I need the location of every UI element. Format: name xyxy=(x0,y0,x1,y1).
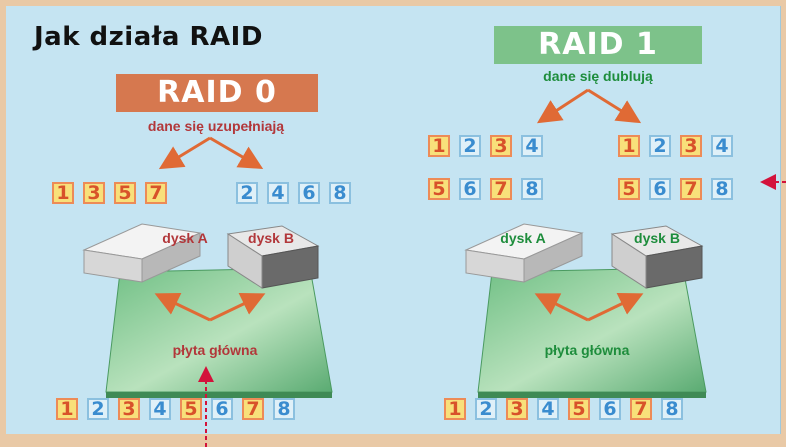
raid1-disk-b-block-3: 3 xyxy=(680,135,702,157)
raid0-block-2: 2 xyxy=(87,398,109,420)
motherboard-left xyxy=(105,267,333,393)
raid0-board-label: płyta główna xyxy=(172,342,258,358)
raid0-disk-b-block-4: 4 xyxy=(267,182,289,204)
disk-a-right xyxy=(464,223,584,283)
board-arrows-right xyxy=(534,292,644,322)
raid1-disk-a-block-4: 4 xyxy=(521,135,543,157)
raid1-disk-a-block-1: 1 xyxy=(428,135,450,157)
raid0-block-8: 8 xyxy=(273,398,295,420)
raid1-disk-a-block-6: 6 xyxy=(459,178,481,200)
disk-b-right xyxy=(610,225,704,289)
raid1-block-7: 7 xyxy=(630,398,652,420)
raid1-disk-a-block-3: 3 xyxy=(490,135,512,157)
raid0-disk-b-block-2: 2 xyxy=(236,182,258,204)
board-arrows-left xyxy=(154,292,266,322)
raid1-disk-b-label: dysk B xyxy=(634,230,680,246)
motherboard-right-edge xyxy=(478,392,706,398)
raid1-disk-a-block-2: 2 xyxy=(459,135,481,157)
raid1-disk-a-label: dysk A xyxy=(500,230,546,246)
raid0-disk-a-label: dysk A xyxy=(162,230,208,246)
disk-b-left xyxy=(226,225,320,289)
split-arrows-left xyxy=(158,136,264,170)
raid0-disk-b-block-8: 8 xyxy=(329,182,351,204)
raid1-banner: RAID 1 xyxy=(494,26,702,64)
raid0-disk-a-block-1: 1 xyxy=(52,182,74,204)
raid0-block-6: 6 xyxy=(211,398,233,420)
raid1-block-3: 3 xyxy=(506,398,528,420)
raid0-subtitle: dane się uzupełniają xyxy=(147,118,285,134)
raid0-block-5: 5 xyxy=(180,398,202,420)
raid1-disk-b-block-1: 1 xyxy=(618,135,640,157)
raid1-disk-b-block-8: 8 xyxy=(711,178,733,200)
raid1-disk-b-block-4: 4 xyxy=(711,135,733,157)
motherboard-left-edge xyxy=(106,392,332,398)
raid0-disk-b-block-6: 6 xyxy=(298,182,320,204)
raid0-disk-a-block-5: 5 xyxy=(114,182,136,204)
raid1-block-1: 1 xyxy=(444,398,466,420)
raid0-banner: RAID 0 xyxy=(116,74,318,112)
raid1-disk-b-block-6: 6 xyxy=(649,178,671,200)
raid0-disk-b-label: dysk B xyxy=(248,230,294,246)
page-title: Jak działa RAID xyxy=(34,22,263,52)
raid1-disk-b-block-5: 5 xyxy=(618,178,640,200)
raid1-block-5: 5 xyxy=(568,398,590,420)
raid1-subtitle: dane się dublują xyxy=(543,68,653,84)
disk-a-left xyxy=(82,223,202,283)
raid0-block-4: 4 xyxy=(149,398,171,420)
raid1-block-6: 6 xyxy=(599,398,621,420)
raid1-block-2: 2 xyxy=(475,398,497,420)
raid0-block-1: 1 xyxy=(56,398,78,420)
raid0-block-3: 3 xyxy=(118,398,140,420)
raid1-disk-a-block-5: 5 xyxy=(428,178,450,200)
motherboard-right xyxy=(477,267,707,393)
raid1-block-8: 8 xyxy=(661,398,683,420)
raid1-disk-a-block-8: 8 xyxy=(521,178,543,200)
raid1-disk-b-block-7: 7 xyxy=(680,178,702,200)
raid0-disk-a-block-3: 3 xyxy=(83,182,105,204)
raid1-board-label: płyta główna xyxy=(544,342,630,358)
raid1-block-4: 4 xyxy=(537,398,559,420)
mirror-arrows-right xyxy=(536,88,642,124)
raid1-disk-a-block-7: 7 xyxy=(490,178,512,200)
raid0-disk-a-block-7: 7 xyxy=(145,182,167,204)
raid0-block-7: 7 xyxy=(242,398,264,420)
raid1-disk-b-block-2: 2 xyxy=(649,135,671,157)
